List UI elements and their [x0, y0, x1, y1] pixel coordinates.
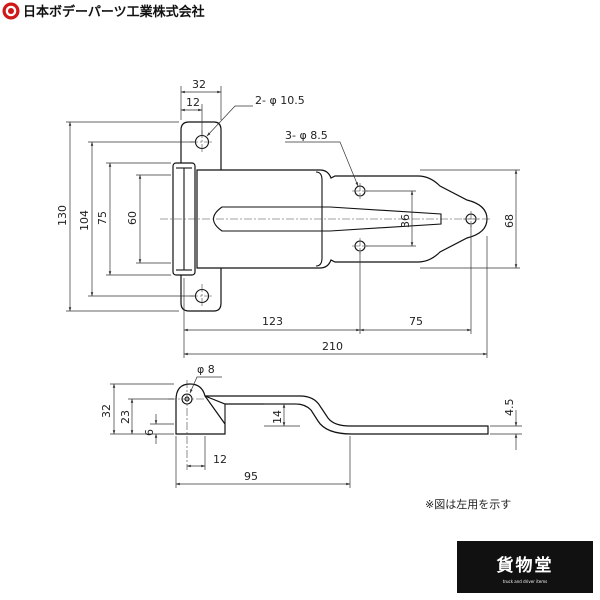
dim-side-w95: 95	[244, 470, 258, 483]
store-logo-background	[457, 541, 593, 593]
dim-w32: 32	[192, 78, 206, 91]
dim-h75: 75	[96, 211, 109, 225]
dim-holes-hinge: 2- φ 10.5	[255, 94, 305, 107]
dim-side-w12: 12	[213, 453, 227, 466]
company-name: 日本ボデーパーツ工業株式会社	[23, 4, 205, 20]
dim-side-t45: 4.5	[503, 399, 516, 417]
dim-side-h14: 14	[271, 410, 284, 424]
dim-side-h23: 23	[119, 410, 132, 424]
dim-l75: 75	[409, 315, 423, 328]
company-mark-icon	[2, 2, 20, 20]
dim-w12: 12	[186, 96, 200, 109]
dim-h104: 104	[78, 210, 91, 231]
store-logo: 貨物堂 truck and driver items	[457, 541, 593, 593]
side-view: φ 8 32 23 6 14 4.5 12 95	[100, 363, 522, 488]
brand-header: 日本ボデーパーツ工業株式会社	[2, 2, 205, 20]
store-logo-tagline: truck and driver items	[503, 579, 548, 584]
dim-h60: 60	[126, 211, 139, 225]
drawing-note: ※図は左用を示す	[425, 498, 511, 511]
dim-h130: 130	[56, 205, 69, 226]
side-knuckle	[175, 383, 226, 435]
dim-side-h32: 32	[100, 404, 113, 418]
dim-holes-strap: 3- φ 8.5	[285, 129, 328, 142]
dim-l123: 123	[262, 315, 283, 328]
dim-side-pin: φ 8	[197, 363, 215, 376]
strap-slot	[212, 206, 442, 232]
side-strap-profile	[204, 395, 489, 435]
dim-h68: 68	[503, 214, 516, 228]
plan-view: 32 12 2- φ 10.5 3- φ 8.5 130 104 75 60 3…	[56, 78, 520, 358]
dim-side-h6: 6	[143, 429, 156, 436]
dim-l210: 210	[322, 340, 343, 353]
dim-h36: 36	[399, 214, 412, 228]
store-logo-name: 貨物堂	[497, 555, 554, 576]
